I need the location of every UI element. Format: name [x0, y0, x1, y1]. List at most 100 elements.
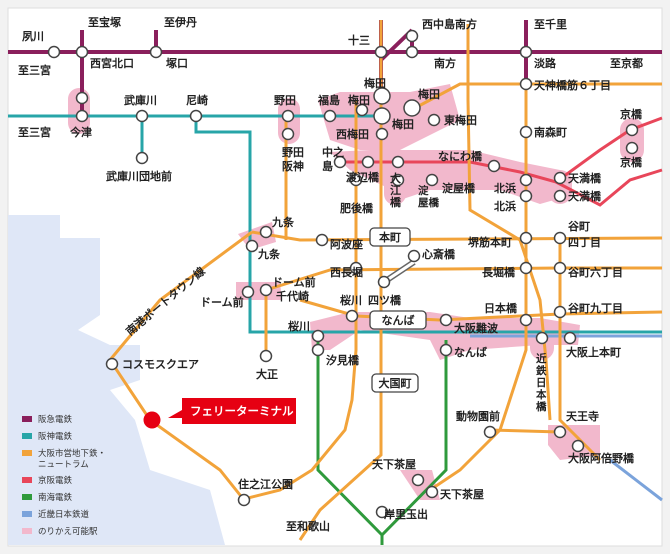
- label-shi-takarazuka: 至宝塚: [88, 15, 121, 29]
- station-marker-temmabashi-b: [553, 189, 567, 203]
- legend: 阪急電鉄 阪神電鉄 大阪市営地下鉄・ ニュートラム 京阪電鉄 南海電鉄 近畿日本…: [22, 414, 106, 537]
- label-oebashi-2: 江: [390, 183, 401, 197]
- hommachi-label: 本町: [379, 230, 401, 244]
- station-marker-namba: [439, 343, 453, 357]
- label-tanimachi4-1: 谷町: [568, 219, 590, 233]
- station-marker-kujo-a: [259, 225, 273, 239]
- label-amagasaki: 尼崎: [186, 93, 208, 107]
- label-mukogawa: 武庫川: [124, 93, 157, 107]
- station-marker-umeda-c: [373, 107, 391, 125]
- station-marker-mukogawa: [135, 109, 149, 123]
- station-marker-nodahanshin: [281, 127, 295, 141]
- station-marker-yodoyabashi-a: [391, 173, 405, 187]
- station-marker-domemae: [241, 285, 255, 299]
- station-marker-suminoekoen: [237, 493, 251, 507]
- station-marker-nakanoshima: [333, 155, 347, 169]
- subway-midosuji-line: [298, 20, 383, 541]
- label-tsukaguchi: 塚口: [166, 56, 188, 70]
- legend-label-kintetsu: 近畿日本鉄道: [38, 509, 90, 520]
- label-temmabashi-a: 天満橋: [568, 171, 602, 185]
- station-marker-yodoyabashi-b: [425, 173, 439, 187]
- legend-swatch-hanshin: [22, 433, 32, 439]
- label-nishinomiyakitaguchi: 西宮北口: [90, 56, 134, 70]
- legend-label-subway-2: ニュートラム: [38, 460, 89, 470]
- label-naniwabashi: なにわ橋: [438, 149, 483, 163]
- station-marker-nishinagahori: [349, 261, 363, 275]
- label-higobashi: 肥後橋: [340, 201, 374, 215]
- station-marker-tsukaguchi: [149, 45, 163, 59]
- station-marker-umeda-a: [373, 87, 391, 105]
- label-tenjinbashi: 天神橋筋６丁目: [534, 78, 611, 92]
- label-kintetsu-nipponbashi-2: 鉄: [536, 364, 547, 377]
- label-mukogawadanchi: 武庫川団地前: [106, 169, 172, 183]
- station-marker-nishinakajima: [405, 29, 419, 43]
- label-nodahanshin-2: 阪神: [282, 159, 304, 173]
- station-marker-kujo-b: [245, 239, 259, 253]
- station-marker-minamikata: [405, 45, 419, 59]
- station-marker-osakanamba: [439, 313, 453, 327]
- station-marker-umeda-b: [403, 99, 421, 117]
- station-marker-tanimachi6: [553, 261, 567, 275]
- legend-label-hankyu: 阪急電鉄: [38, 414, 73, 425]
- subway-tanimachi-east: [414, 82, 662, 110]
- label-shiwakayama: 至和歌山: [286, 519, 330, 533]
- label-shiomibashi: 汐見橋: [326, 353, 360, 367]
- nankai-main-line: [380, 340, 448, 545]
- label-oebashi-3: 橋: [390, 195, 402, 209]
- keihan-kyoto-line: [555, 168, 663, 207]
- kintetsu-minami-line: [609, 458, 663, 502]
- label-nodahanshin-1: 野田: [282, 146, 304, 159]
- label-shinsaibashi: 心斎橋: [422, 247, 456, 261]
- label-minamimorimachi: 南森町: [534, 125, 567, 139]
- ferry-terminal-callout: フェリーターミナル: [143, 398, 296, 429]
- station-marker-tenjinbashi: [519, 77, 533, 91]
- station-marker-minamimorimachi: [519, 125, 533, 139]
- station-marker-tennoji: [553, 425, 567, 439]
- label-nishinakajima: 西中島南方: [422, 17, 477, 31]
- label-nakanoshima-2: 島: [322, 159, 333, 173]
- legend-swatch-hankyu: [22, 416, 32, 422]
- label-tengachaya-a: 天下茶屋: [372, 457, 416, 471]
- daikokucho-label: 大国町: [379, 376, 412, 390]
- station-marker-awaji: [519, 45, 533, 59]
- station-marker-osakauehommachi: [563, 331, 577, 345]
- station-marker-amagasaki: [189, 109, 203, 123]
- label-kyobashi-b: 京橋: [620, 155, 643, 169]
- sea-area: [8, 215, 225, 545]
- hommachi-box: [369, 227, 411, 247]
- station-marker-kintetsunipponbashi: [535, 331, 549, 345]
- keihan-lines: [340, 116, 663, 207]
- station-marker-imazu-hankyu: [75, 91, 89, 105]
- station-marker-nishiumeda: [375, 127, 389, 141]
- label-nagahoribashi: 長堀橋: [482, 265, 516, 279]
- label-yodoyabashi-a-1: 淀: [418, 184, 429, 197]
- subway-tanimachi-south: [558, 238, 602, 462]
- label-kintetsu-nipponbashi-5: 橋: [536, 400, 547, 413]
- label-dobutsuenmae: 動物園前: [456, 409, 500, 423]
- station-marker-cosmosquare: [105, 357, 119, 371]
- station-marker-sakuragawa-a: [345, 309, 359, 323]
- label-tanimachi4-2: 四丁目: [568, 236, 601, 249]
- hanshin-namba-line: [194, 116, 662, 334]
- label-umeda-hanshin: 梅田: [348, 93, 370, 107]
- subway-midosuji-tennoji: [489, 428, 561, 434]
- station-marker-juso: [374, 45, 388, 59]
- label-kujo-a: 九条: [271, 215, 295, 229]
- station-marker-imazu: [75, 109, 89, 123]
- ferry-terminal-marker: [143, 411, 161, 429]
- label-kyobashi-a: 京橋: [620, 107, 643, 121]
- label-umeda-c: 梅田: [392, 117, 414, 131]
- label-namba: なんば: [454, 345, 487, 359]
- label-abenobashi: 大阪阿倍野橋: [568, 451, 635, 465]
- station-marker-shinsaibashi: [407, 249, 421, 263]
- label-domemae-chiyozaki-2: 千代崎: [276, 289, 309, 303]
- station-marker-sakaisujihommachi: [519, 231, 533, 245]
- station-marker-dobutsuenmae: [483, 425, 497, 439]
- station-marker-tengachaya-b: [425, 485, 439, 499]
- label-fukushima: 福島: [317, 93, 340, 107]
- label-yodoyabashi-a-2: 屋橋: [418, 196, 439, 209]
- label-noda: 野田: [274, 94, 296, 107]
- nankai-koya-line: [316, 340, 384, 537]
- legend-swatch-kintetsu: [22, 511, 32, 517]
